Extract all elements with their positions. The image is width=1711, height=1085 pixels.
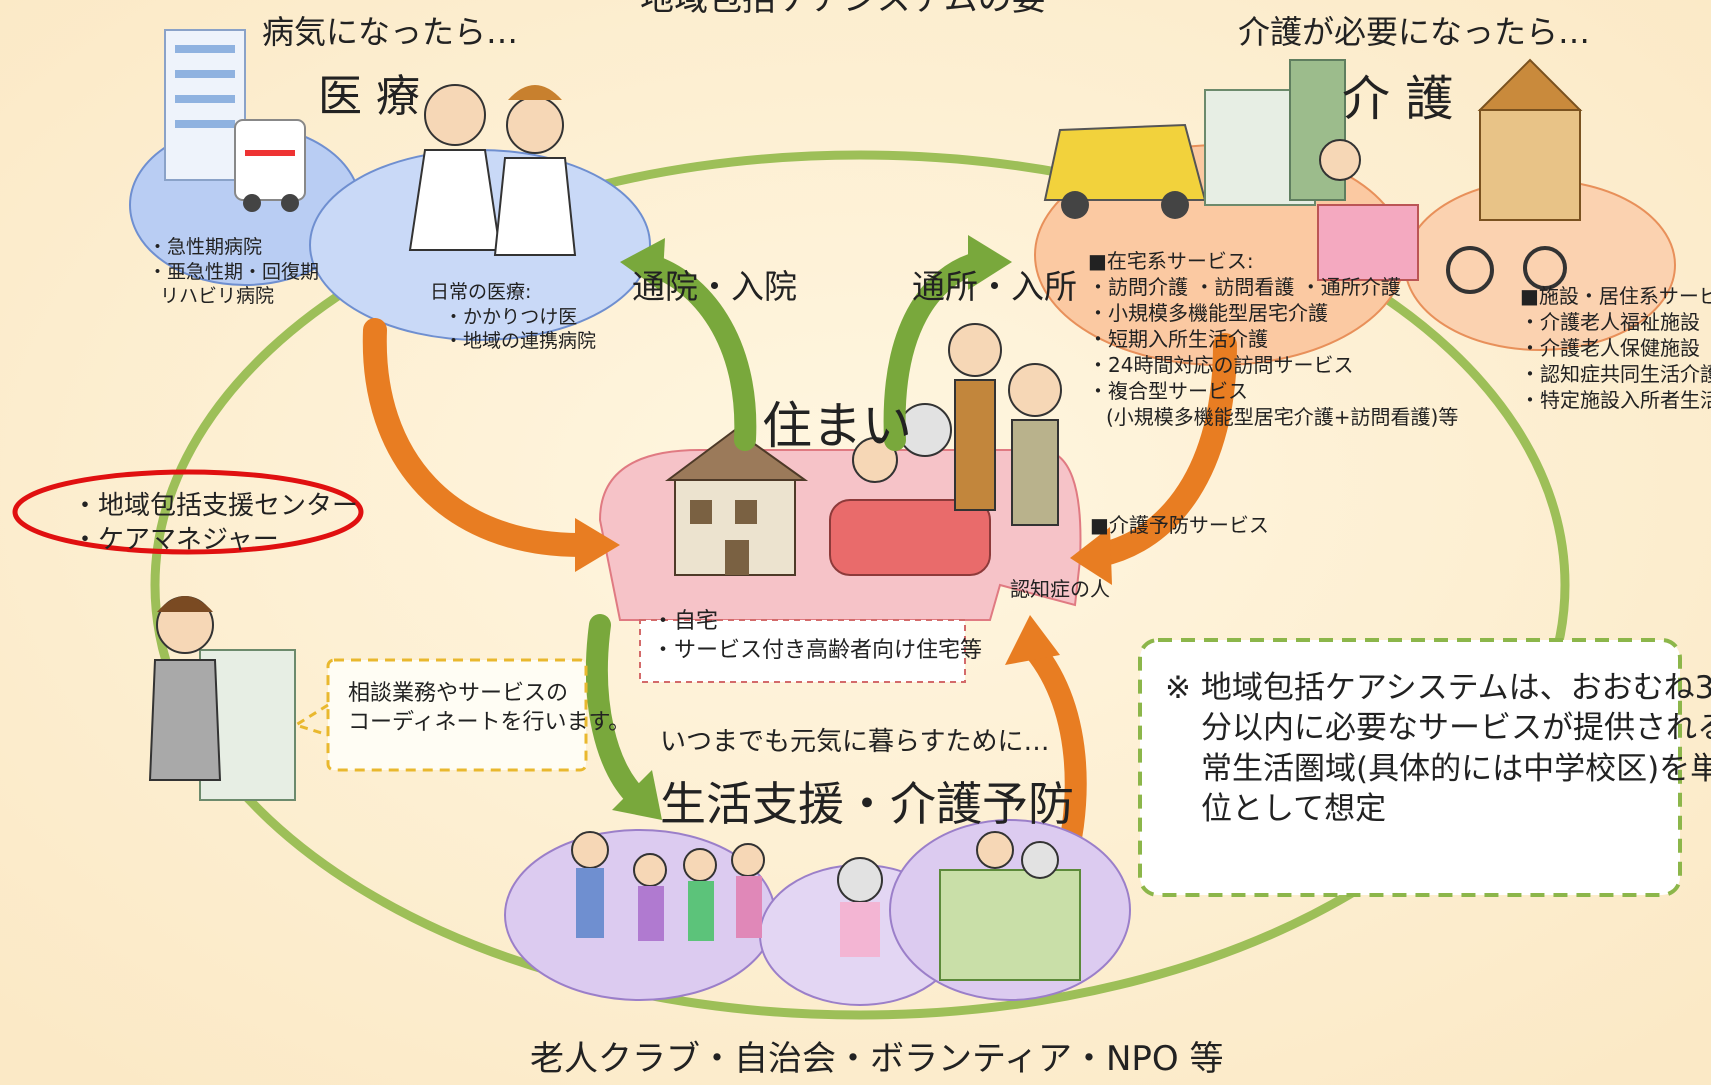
- arrow-housing-to-medical: [639, 254, 757, 451]
- arrow-housing-to-prevention-head: [612, 770, 662, 820]
- housing-item: ・自宅: [652, 609, 719, 634]
- consult-line: 相談業務やサービスの: [348, 681, 569, 706]
- facility-care-title: ■施設・居住系サービス: [1520, 284, 1711, 308]
- house-icon: [664, 428, 809, 576]
- daily-medical-item: ・地域の連携病院: [444, 330, 597, 353]
- npo-helper-icon: [939, 831, 1081, 981]
- home-care-title: ■在宅系サービス:: [1088, 249, 1254, 273]
- care-title: 介 護: [1342, 71, 1454, 127]
- facility-visit-label: 通所・入所: [912, 267, 1077, 306]
- welfare-van-icon: [1043, 123, 1207, 219]
- facility-care-item: ・介護老人福祉施設: [1520, 310, 1700, 334]
- arrow-care-to-housing-head: [1070, 527, 1112, 585]
- arrow-medical-to-housing-head: [575, 518, 620, 572]
- facility-care-item: ・認知症共同生活介護: [1520, 362, 1711, 386]
- elderly-club-icon: [571, 831, 765, 941]
- medical-heading: 病気になったら…: [262, 13, 519, 51]
- home-care-item: ・複合型サービス: [1088, 379, 1248, 403]
- hospital-icon: [164, 29, 306, 212]
- consult-line: コーディネートを行います。: [348, 709, 631, 735]
- home-care-item: ・24時間対応の訪問サービス: [1088, 353, 1354, 377]
- support-center-highlight: [12, 469, 364, 555]
- arrow-housing-to-prevention: [585, 614, 651, 811]
- home-care-item: ・小規模多機能型居宅介護: [1088, 301, 1328, 325]
- arrow-care-to-housing: [1088, 333, 1237, 567]
- housing-title: 住まい: [762, 397, 912, 455]
- care-home-icon: [1204, 59, 1346, 206]
- family-icon: [829, 323, 1002, 576]
- facility-care-list: ■施設・居住系サービス ・介護老人福祉施設 ・介護老人保健施設 ・認知症共同生活…: [1520, 283, 1711, 439]
- facility-building-icon: [1477, 58, 1583, 221]
- care-heading: 介護が必要になったら…: [1238, 13, 1591, 51]
- note-text: ※ 地域包括ケアシステムは、おおむね30 分以内に必要なサービスが提供される日 …: [1165, 668, 1711, 829]
- dementia-person-icon: [1008, 363, 1062, 526]
- housing-box: [639, 619, 966, 683]
- prevention-title: 生活支援・介護予防: [660, 777, 1074, 831]
- top-title-fragment: 地域包括ケアシステムの姿: [640, 0, 1046, 19]
- bath-care-icon: [1317, 139, 1419, 281]
- hospital-list: ・急性期病院 ・亜急性期・回復期 リハビリ病院: [148, 235, 319, 309]
- support-center-list: ・地域包括支援センター ・ケアマネジャー: [72, 490, 358, 558]
- community-loop: [150, 150, 1570, 1020]
- daily-medical-list: 日常の医療: ・かかりつけ医 ・地域の連携病院: [430, 280, 596, 354]
- note-line: ※ 地域包括ケアシステムは、おおむね30: [1165, 670, 1711, 706]
- prevention-heading: いつまでも元気に暮らすために…: [660, 727, 1050, 757]
- home-care-item: ・訪問介護 ・訪問看護 ・通所介護: [1088, 275, 1401, 299]
- hospital-item: ・急性期病院: [148, 236, 263, 258]
- nurse-icon: [493, 85, 577, 256]
- wheelchair-icon: [1446, 246, 1567, 294]
- note-line: 位として想定: [1201, 790, 1387, 827]
- arrow-housing-to-medical-head: [620, 238, 665, 292]
- arrow-housing-to-care-head: [968, 235, 1012, 290]
- housing-item: ・サービス付き高齢者向け住宅等: [652, 637, 983, 663]
- prevention-service-label: ■介護予防サービス: [1090, 513, 1269, 537]
- arrow-prevention-to-housing-head: [1005, 615, 1060, 665]
- facility-care-item: ・介護老人保健施設: [1520, 336, 1700, 360]
- exercise-icon: [837, 857, 883, 957]
- daily-medical-item: ・かかりつけ医: [444, 305, 578, 328]
- medical-title: 医 療: [318, 71, 420, 122]
- note-box: [1138, 638, 1682, 897]
- note-line: 常生活圏域(具体的には中学校区)を単: [1201, 750, 1711, 787]
- daily-medical-title: 日常の医療:: [430, 281, 532, 303]
- home-care-item: ・短期入所生活介護: [1088, 327, 1268, 351]
- community-groups: 老人クラブ・自治会・ボランティア・NPO 等: [530, 1039, 1224, 1079]
- facility-care-etc: 等: [1520, 413, 1711, 439]
- hospital-item: ・亜急性期・回復期: [148, 260, 320, 283]
- dementia-label: 認知症の人: [1010, 577, 1110, 601]
- support-center-item: ・地域包括支援センター: [72, 491, 359, 521]
- arrow-housing-to-care: [883, 251, 991, 451]
- consult-pointer: [292, 703, 329, 737]
- consult-text: 相談業務やサービスの コーディネートを行います。: [348, 680, 631, 737]
- home-care-item: (小規模多機能型居宅介護+訪問看護)等: [1106, 405, 1459, 429]
- arrow-medical-to-housing: [362, 318, 592, 557]
- note-line: 分以内に必要なサービスが提供される日: [1201, 710, 1711, 747]
- care-manager-icon: [148, 596, 296, 801]
- hospital-visit-label: 通院・入院: [632, 267, 797, 306]
- consult-box: [326, 658, 588, 772]
- hospital-item: リハビリ病院: [160, 285, 275, 308]
- facility-care-item: ・特定施設入所者生活介護: [1520, 388, 1711, 412]
- care-manager-item: ・ケアマネジャー: [72, 524, 279, 555]
- home-care-list: ■在宅系サービス: ・訪問介護 ・訪問看護 ・通所介護 ・小規模多機能型居宅介護…: [1088, 248, 1458, 430]
- housing-list: ・自宅 ・サービス付き高齢者向け住宅等: [652, 608, 982, 665]
- doctor-icon: [408, 84, 502, 251]
